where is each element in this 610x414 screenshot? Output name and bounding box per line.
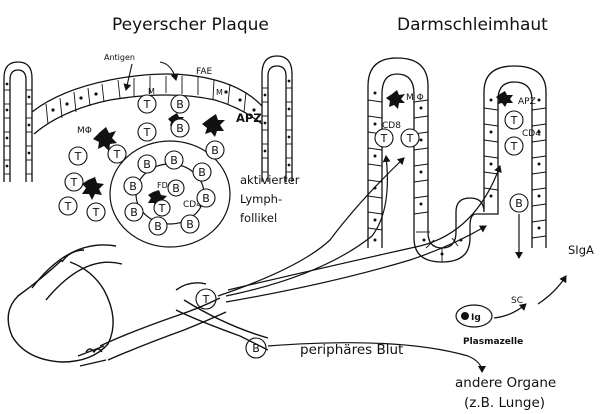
label-fae: FAE — [196, 67, 213, 77]
cell-b: B — [154, 220, 162, 233]
label-blood: periphäres Blut — [300, 342, 403, 358]
cell-t: T — [380, 132, 388, 145]
lymphocyte-letters: T B T B T T B T T T B B B B B B B B B T … — [64, 98, 523, 355]
cell-b: B — [176, 122, 184, 135]
label-cd4-right: CD4 — [522, 129, 541, 139]
cell-b: B — [515, 197, 523, 210]
cell-b: B — [130, 206, 138, 219]
macrophage-icon-right — [386, 90, 405, 109]
cell-t: T — [74, 150, 82, 163]
label-ig: Ig — [471, 313, 481, 323]
cell-t: T — [113, 148, 121, 161]
cell-b: B — [176, 98, 184, 111]
cell-b: B — [211, 144, 219, 157]
label-apz-left: APZ — [236, 111, 262, 125]
cell-t: T — [406, 132, 414, 145]
label-apz-right: APZ — [518, 97, 536, 107]
label-sc: SC — [511, 296, 523, 306]
vessels — [8, 245, 268, 366]
cell-b: B — [170, 154, 178, 167]
label-organs-1: andere Organe — [455, 375, 556, 391]
title-peyer: Peyerscher Plaque — [112, 15, 269, 35]
cell-t: T — [70, 176, 78, 189]
label-follicle-1: aktivierter — [240, 173, 300, 187]
label-follicle-2: Lymph- — [240, 192, 282, 206]
cell-b: B — [172, 182, 180, 195]
cell-b: B — [143, 158, 151, 171]
label-organs-2: (z.B. Lunge) — [464, 395, 545, 411]
label-follicle-3: follikel — [240, 211, 277, 225]
cell-b: B — [186, 218, 194, 231]
label-antigen: Antigen — [104, 53, 135, 62]
cell-b: B — [129, 180, 137, 193]
label-plasmazelle: Plasmazelle — [463, 337, 523, 347]
label-m-cell-2: M — [216, 88, 223, 97]
cell-t: T — [510, 140, 518, 153]
lymphocyte-circles — [59, 95, 528, 358]
cell-b: B — [198, 166, 206, 179]
cell-t: T — [143, 126, 151, 139]
plasma-cell-nucleus — [461, 312, 469, 320]
cell-t: T — [64, 200, 72, 213]
label-m-cell-1: M — [148, 87, 155, 96]
label-siga: SIgA — [568, 243, 594, 257]
cell-t: T — [92, 206, 100, 219]
cell-t: T — [143, 98, 151, 111]
label-mphi-right: M Φ — [406, 93, 424, 103]
cell-t: T — [510, 114, 518, 127]
cell-b: B — [202, 192, 210, 205]
title-mucosa: Darmschleimhaut — [397, 15, 548, 35]
cell-t: T — [158, 202, 166, 215]
label-mphi-left: MΦ — [77, 126, 92, 136]
